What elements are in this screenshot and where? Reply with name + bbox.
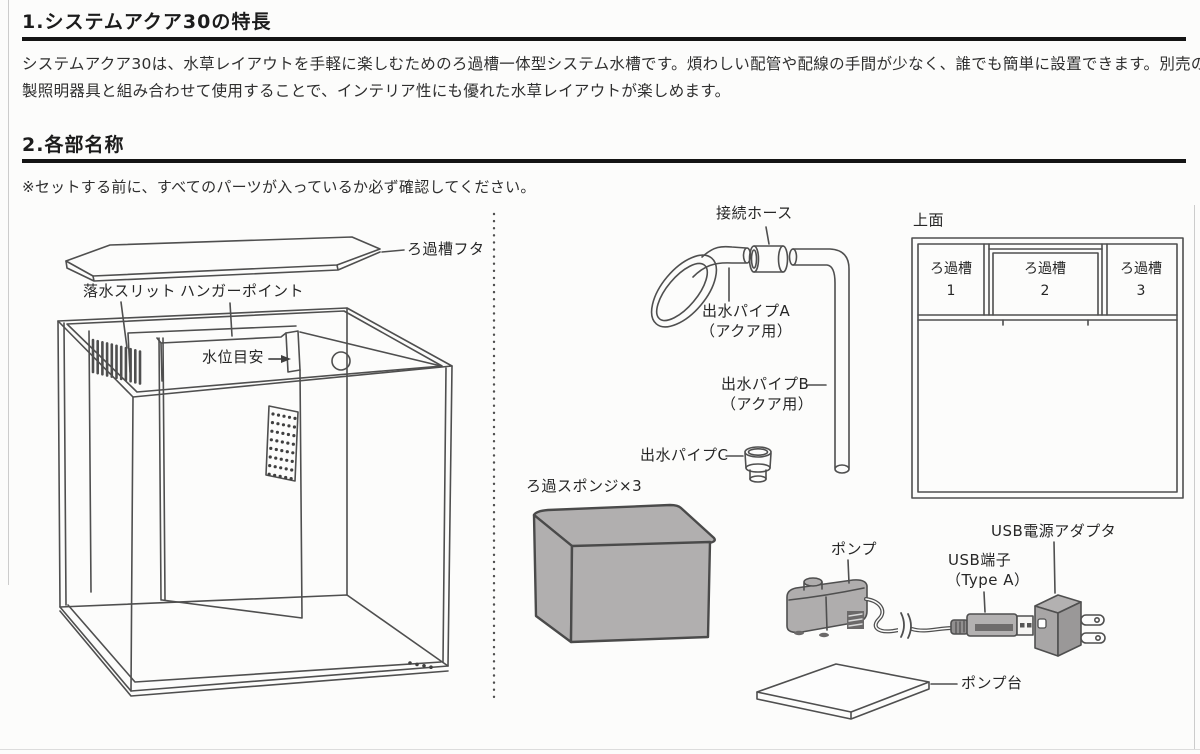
label-pipe-b-sub: （アクア用） [721, 395, 814, 413]
chamber-1: ろ過槽 1 [918, 262, 984, 298]
aquarium-wireframe [57, 236, 453, 697]
label-water-level: 水位目安 [202, 348, 265, 366]
chamber-1-number: 1 [946, 283, 956, 299]
usb-adapter-leader [1053, 541, 1056, 594]
usb-plug-drawing [950, 591, 1034, 637]
label-pipe-b: 出水パイプB [721, 375, 810, 393]
pump-leader [847, 559, 850, 584]
chamber-3-label: ろ過槽 [1120, 261, 1162, 277]
top-view-drawing [911, 237, 1184, 499]
label-pipe-a-sub: （アクア用） [700, 322, 793, 340]
page-left-edge [8, 0, 9, 585]
usb-plug-leader [983, 591, 986, 613]
label-sponge: ろ過スポンジ×3 [526, 477, 643, 495]
usb-adapter-drawing [1034, 541, 1106, 657]
label-pipe-a: 出水パイプA [702, 302, 791, 320]
chamber-2: ろ過槽 2 [990, 262, 1100, 298]
chamber-2-number: 2 [1040, 283, 1050, 299]
label-pump-stand: ポンプ台 [961, 674, 1023, 692]
connection-hose [748, 226, 789, 273]
hanger-leader [229, 302, 233, 337]
slit-leader [120, 301, 128, 349]
label-overflow-slit: 落水スリット [83, 282, 177, 300]
label-pipe-c: 出水パイプC [640, 446, 729, 464]
power-cable [864, 597, 954, 640]
perforated-plate-dots [267, 412, 297, 481]
chamber-3: ろ過槽 3 [1106, 262, 1176, 298]
label-hose: 接続ホース [716, 204, 793, 222]
side-hole [331, 351, 351, 371]
section2-note: ※セットする前に、すべてのパーツが入っているか必ず確認してください。 [22, 178, 536, 196]
chamber-2-label: ろ過槽 [1024, 261, 1066, 277]
pump-drawing [786, 559, 868, 638]
pump-stand-drawing [756, 663, 958, 720]
page-right-edge [1194, 205, 1195, 750]
outflow-pipe-c [725, 446, 772, 483]
overflow-slits [91, 338, 142, 385]
section2-rule [22, 159, 1186, 163]
hose-leader [765, 226, 770, 245]
outflow-pipe-b [788, 248, 850, 474]
section1-title: 1.システムアクア30の特長 [22, 11, 272, 33]
chamber-1-label: ろ過槽 [930, 261, 972, 277]
label-usb-plug-sub: （Type A） [946, 571, 1030, 589]
label-pump: ポンプ [831, 540, 878, 558]
label-usb-adapter: USB電源アダプタ [991, 522, 1117, 540]
water-level-arrow [268, 355, 291, 363]
label-usb-plug: USB端子 [948, 551, 1012, 569]
section1-body-line2: 製照明器具と組み合わせて使用することで、インテリア性にも優れた水草レイアウトが楽… [22, 82, 731, 100]
label-hanger-point: ハンガーポイント [180, 282, 305, 300]
floor-dots [408, 661, 433, 669]
section2-title: 2.各部名称 [22, 134, 125, 156]
filter-sponge [532, 503, 716, 644]
outflow-pipe-a [650, 245, 752, 328]
section1-rule [22, 37, 1186, 41]
chamber-3-number: 3 [1136, 283, 1146, 299]
section1-body-line1: システムアクア30は、水草レイアウトを手軽に楽しむためのろ過槽一体型システム水槽… [22, 55, 1200, 73]
top-view-title: 上面 [913, 211, 945, 229]
page-bottom-edge [0, 749, 1200, 750]
cable-break-mark [900, 612, 912, 639]
label-lid: ろ過槽フタ [407, 240, 485, 258]
